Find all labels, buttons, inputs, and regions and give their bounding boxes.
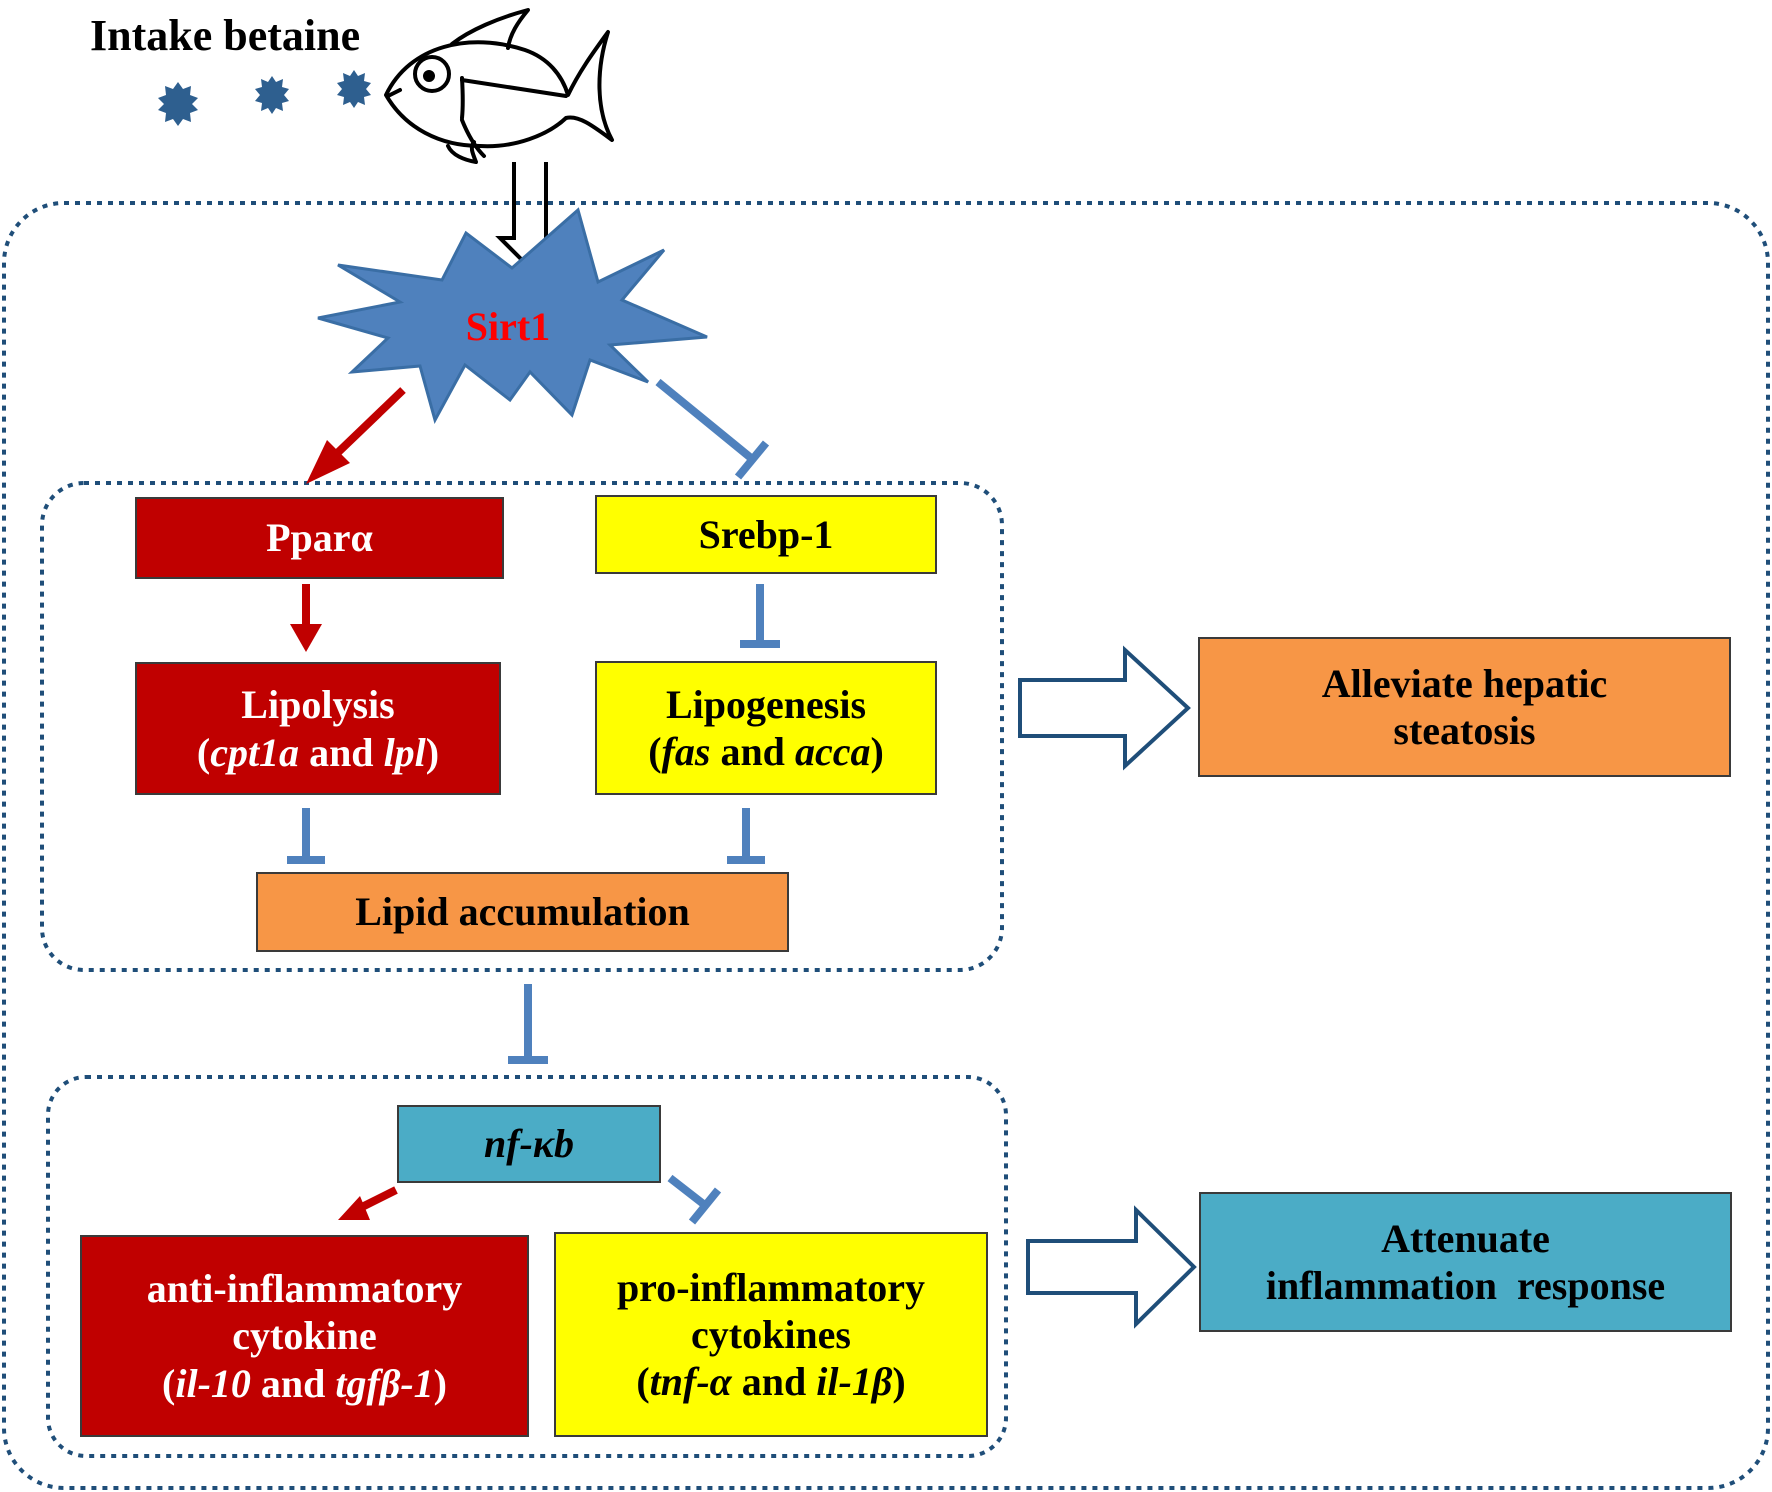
lipogenesis-genes: (fas and acca) — [648, 729, 884, 774]
anti-inflammatory-box: anti-inflammatory cytokine (il-10 and tg… — [80, 1235, 529, 1437]
pro-inflammatory-box: pro-inflammatory cytokines (tnf-α and il… — [554, 1232, 988, 1437]
fish-icon — [384, 8, 614, 164]
anti-line1: anti-inflammatory — [146, 1266, 463, 1312]
betaine-particle-icon — [337, 70, 371, 108]
anti-genes: (il-10 and tgfβ-1) — [162, 1360, 447, 1406]
ppara-box: Pparα — [135, 497, 504, 579]
nfkb-label: nf-κb — [483, 1121, 575, 1167]
sirt1-inhibits-srebp1 — [655, 378, 754, 462]
nfkb-to-anti-arrow — [360, 1186, 398, 1211]
lipolysis-gene-1: cpt1a — [210, 729, 300, 775]
betaine-particle-icon — [255, 76, 289, 114]
nfkb-inhibits-pro-bar — [688, 1187, 722, 1225]
nfkb-box: nf-κb — [397, 1105, 661, 1183]
outcome-inflammation-box: Attenuate inflammation response — [1199, 1192, 1732, 1332]
lipid-metabolism-boundary — [40, 481, 1004, 972]
intake-label: Intake betaine — [90, 11, 360, 60]
lipid-accumulation-box: Lipid accumulation — [256, 872, 789, 952]
to-outcome1-arrow — [1018, 645, 1191, 771]
lipogenesis-gene-1: fas — [661, 729, 711, 774]
anti-line2: cytokine — [232, 1313, 377, 1359]
srebp1-box: Srebp-1 — [595, 495, 937, 574]
pro-line2: cytokines — [691, 1311, 851, 1357]
lipogenesis-gene-2: acca — [794, 729, 871, 774]
outcome-steatosis-line1: Alleviate hepatic — [1321, 660, 1608, 706]
outer-boundary — [2, 201, 1770, 1490]
nfkb-inhibits-pro — [667, 1174, 709, 1210]
outcome-inflammation-line2: inflammation response — [1265, 1263, 1666, 1308]
outcome-steatosis-line2: steatosis — [1393, 708, 1536, 753]
sirt1-inhibits-srebp1-bar — [734, 440, 770, 480]
anti-gene-1: il-10 — [175, 1360, 251, 1406]
sirt1-to-ppara-arrow — [325, 387, 406, 465]
srebp1-label: Srebp-1 — [698, 511, 834, 557]
pro-genes: (tnf-α and il-1β) — [636, 1359, 906, 1405]
sirt1-burst — [317, 207, 708, 424]
pro-gene-2: il-1β — [816, 1359, 893, 1405]
ppara-label: Pparα — [266, 515, 373, 561]
betaine-particle-icon — [158, 82, 198, 126]
outcome-inflammation-line1: Attenuate — [1381, 1215, 1550, 1261]
inflammation-boundary — [46, 1075, 1008, 1458]
lipolysis-gene-2: lpl — [383, 729, 426, 775]
anti-gene-2: tgfβ-1 — [335, 1360, 434, 1406]
lipolysis-title: Lipolysis — [241, 682, 395, 728]
betaine-particles — [158, 70, 371, 126]
outcome-steatosis-box: Alleviate hepatic steatosis — [1198, 637, 1731, 777]
nfkb-to-anti-arrowhead — [338, 1196, 370, 1220]
pro-line1: pro-inflammatory — [616, 1264, 926, 1310]
lipolysis-box: Lipolysis (cpt1a and lpl) — [135, 662, 501, 795]
sirt1-label: Sirt1 — [466, 304, 550, 349]
sirt1-to-ppara-arrowhead — [306, 440, 350, 484]
pro-gene-1: tnf-α — [649, 1359, 732, 1405]
lipid-accumulation-label: Lipid accumulation — [355, 889, 690, 935]
lipolysis-genes: (cpt1a and lpl) — [196, 729, 440, 775]
lipogenesis-title: Lipogenesis — [665, 681, 867, 727]
to-outcome2-arrow — [1026, 1205, 1197, 1329]
ppara-to-lipolysis-arrowhead — [290, 624, 322, 652]
lipogenesis-box: Lipogenesis (fas and acca) — [595, 661, 937, 795]
